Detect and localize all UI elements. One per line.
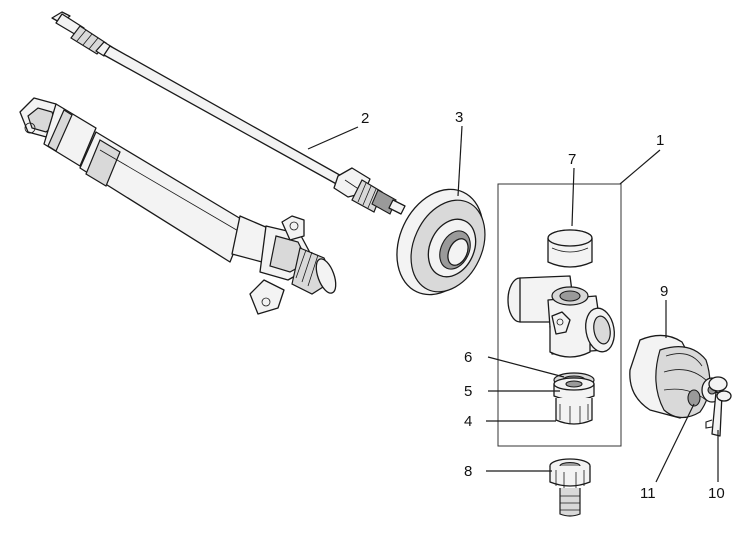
callout-7: 7 xyxy=(568,151,576,168)
ring-stack-4-5-6 xyxy=(553,372,595,425)
rod-assembly xyxy=(51,11,406,215)
callout-8: 8 xyxy=(464,463,472,480)
callout-3: 3 xyxy=(455,109,463,126)
callout-labels: 1 2 3 4 5 6 7 8 9 10 11 xyxy=(361,109,725,502)
callout-6: 6 xyxy=(464,349,472,366)
group-box-1 xyxy=(497,183,622,447)
callout-11: 11 xyxy=(640,485,656,502)
callout-10: 10 xyxy=(708,485,725,502)
leader-lines xyxy=(307,125,719,483)
callout-1: 1 xyxy=(656,132,664,149)
hose-adapter-8 xyxy=(549,458,591,517)
escutcheon-ring xyxy=(396,188,486,296)
callout-2: 2 xyxy=(361,110,369,127)
lock-cap-9 xyxy=(629,334,723,419)
main-pipe-assembly xyxy=(19,97,337,315)
cap-part-7 xyxy=(547,229,593,268)
callout-5: 5 xyxy=(464,383,472,400)
callout-9: 9 xyxy=(660,283,668,300)
valve-body xyxy=(507,275,615,358)
callout-4: 4 xyxy=(464,413,472,430)
key-10 xyxy=(705,376,732,437)
